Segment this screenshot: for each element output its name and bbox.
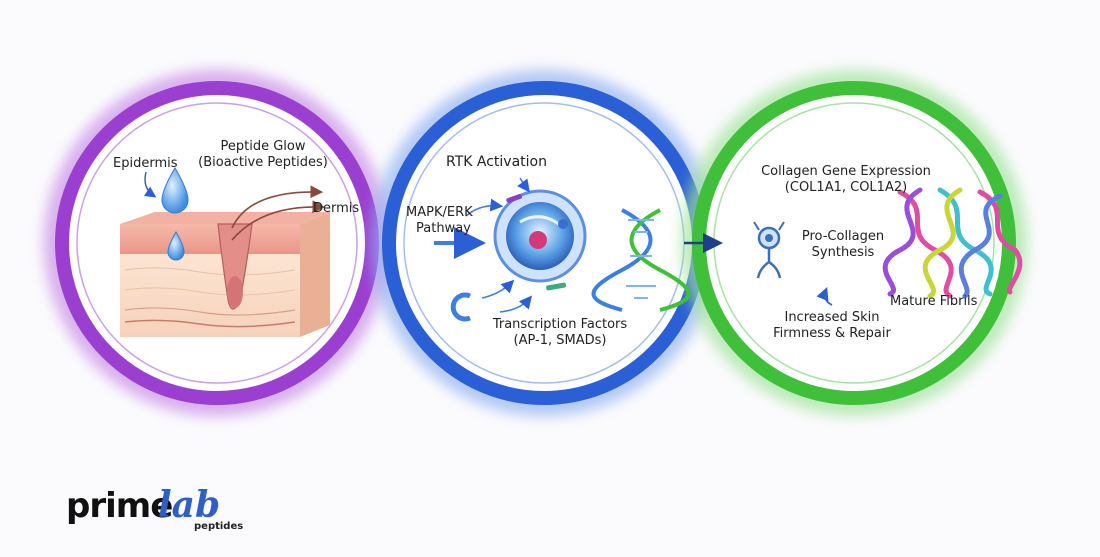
logo-prime-text: prime (66, 486, 173, 526)
cell-illustration (434, 177, 691, 322)
primelab-logo: prime lab peptides (66, 484, 246, 536)
peptide-glow-label: Peptide Glow (220, 139, 306, 154)
mapk-sublabel: Pathway (416, 221, 471, 236)
mapk-label: MAPK/ERK (406, 205, 473, 220)
mature-fibrils-label: Mature Fibrils (890, 294, 978, 309)
procollagen-icon (753, 221, 785, 279)
procollagen-label: Pro-Collagen (801, 229, 885, 244)
peptide-drop-small-icon (167, 230, 185, 261)
peptide-drop-icon (161, 167, 189, 214)
rtk-activation-label: RTK Activation (446, 154, 547, 170)
transcription-factors-label: Transcription Factors (492, 317, 628, 332)
collagen-illustration (753, 187, 1023, 306)
logo-peptides-text: peptides (194, 521, 244, 532)
transcription-factors-sublabel: (AP-1, SMADs) (513, 333, 607, 348)
firmness-label: Increased Skin (784, 310, 880, 325)
dermis-label: Dermis (313, 201, 360, 216)
collagen-gene-label: Collagen Gene Expression (761, 164, 931, 179)
nucleus-core (529, 231, 547, 249)
collagen-fibrils-icon (882, 187, 1023, 299)
logo-lab-text: lab (158, 484, 221, 526)
peptide-glow-sublabel: (Bioactive Peptides) (198, 155, 328, 170)
transcription-factor-icon (450, 292, 471, 322)
dna-helix-icon (591, 208, 691, 312)
procollagen-sublabel: Synthesis (811, 245, 875, 260)
epidermis-label: Epidermis (113, 156, 178, 171)
collagen-panel (681, 70, 1027, 416)
skin-section-illustration (120, 167, 330, 337)
firmness-sublabel: Firmness & Repair (773, 326, 891, 341)
collagen-gene-sublabel: (COL1A1, COL1A2) (784, 180, 908, 195)
